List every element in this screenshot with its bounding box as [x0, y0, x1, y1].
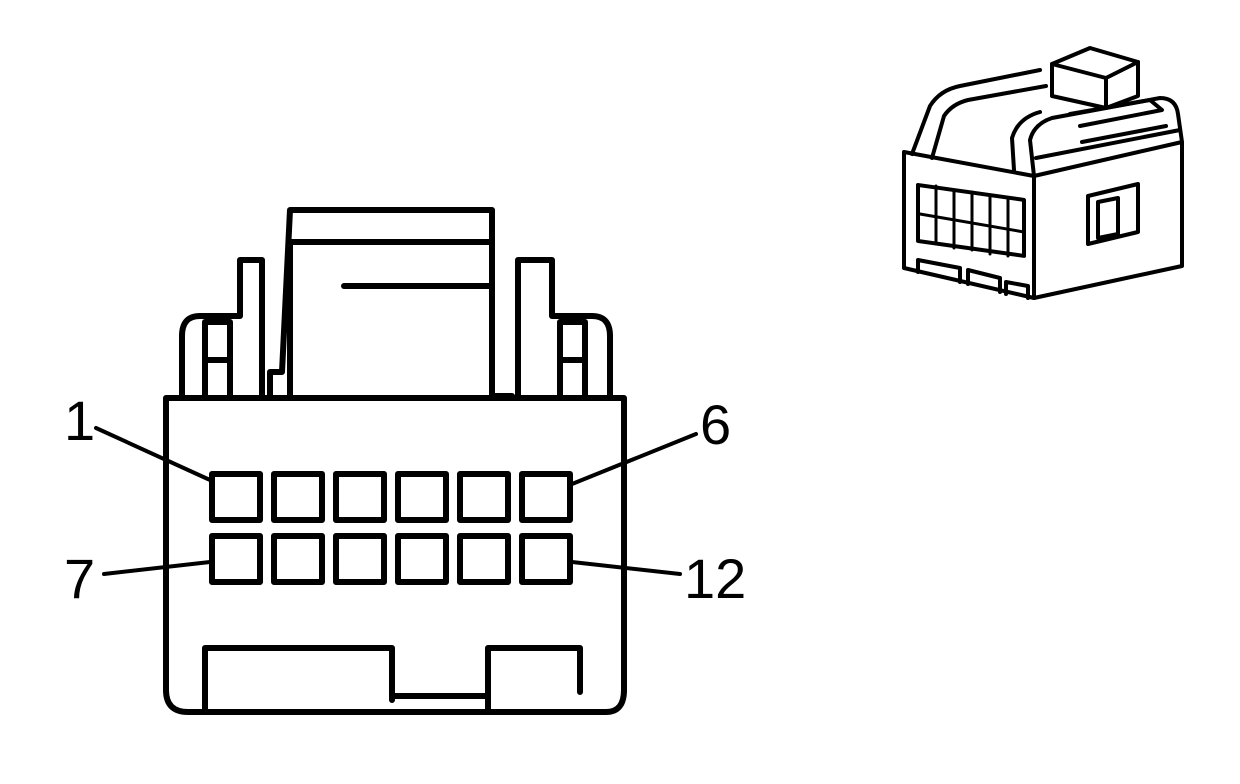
- connector-isometric-view: [902, 46, 1184, 300]
- bottom-key-right: [485, 645, 583, 715]
- connector-body: [163, 395, 627, 715]
- iso-bottom-notch-3: [1004, 280, 1030, 300]
- iso-top-ridge-2: [1080, 124, 1168, 144]
- iso-latch-front: [1050, 62, 1108, 110]
- leader-line-12: [570, 560, 682, 576]
- leader-line-7: [102, 560, 212, 576]
- iso-side-window-inner: [1096, 196, 1120, 240]
- pin-cavity-1: [209, 471, 263, 523]
- latch-outer: [267, 207, 515, 399]
- iso-latch-block: [1050, 46, 1140, 80]
- label-pin-6: 6: [700, 393, 731, 456]
- iso-pin-grid-lines: [918, 184, 1026, 258]
- label-pin-1: 1: [64, 389, 95, 452]
- connector-face-view: [94, 207, 698, 715]
- pin-row-bottom: [209, 533, 573, 585]
- iso-top-right-rail-inner: [1010, 110, 1042, 172]
- pin-cavity-9: [333, 533, 387, 585]
- pin-cavity-12: [519, 533, 573, 585]
- latch-inner: [287, 239, 495, 399]
- label-pin-12: 12: [684, 547, 746, 610]
- bottom-key-left: [202, 645, 395, 715]
- iso-side-face: [1032, 140, 1184, 300]
- pin-cavity-2: [271, 471, 325, 523]
- iso-bottom-notch-2: [966, 268, 1002, 294]
- iso-top-left-rail: [910, 68, 1042, 156]
- pin-cavity-4: [395, 471, 449, 523]
- label-pin-7: 7: [64, 547, 95, 610]
- pin-cavity-5: [457, 471, 511, 523]
- leader-line-1: [94, 426, 212, 482]
- left-guide: [179, 257, 265, 399]
- pin-cavity-10: [395, 533, 449, 585]
- iso-top-ridge: [1068, 98, 1164, 128]
- iso-side-window: [1086, 182, 1140, 246]
- leader-line-6: [570, 432, 698, 486]
- pin-cavity-6: [519, 471, 573, 523]
- iso-top-edge: [1034, 128, 1182, 160]
- pin-row-top: [209, 471, 573, 523]
- pin-cavity-3: [333, 471, 387, 523]
- pin-cavity-11: [457, 533, 511, 585]
- pin-cavity-7: [209, 533, 263, 585]
- iso-bottom-notch-1: [916, 258, 962, 284]
- right-guide: [515, 257, 613, 399]
- pin-cavity-8: [271, 533, 325, 585]
- iso-top-left-rail-inner: [930, 84, 1048, 160]
